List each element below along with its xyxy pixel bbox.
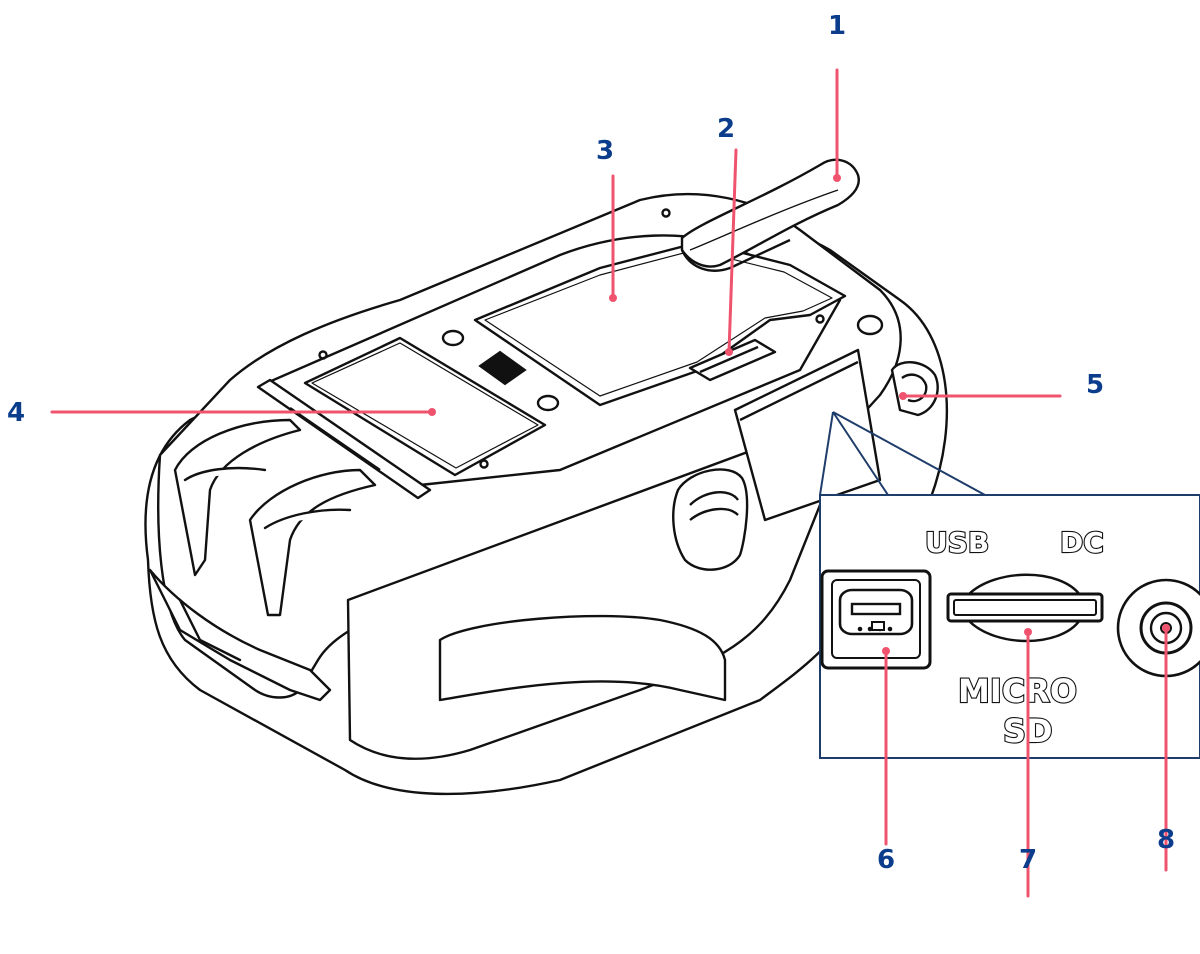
dip-switch [478,350,527,386]
callout-line-2 [727,148,738,354]
callout-lines [50,68,1168,898]
callout-number-7: 7 [1019,845,1037,875]
callout-number-1: 1 [828,11,846,41]
strap-loop [856,314,939,417]
dc-jack-label: DC [1060,526,1104,559]
callout-dots [428,174,1170,655]
side-button [672,468,749,571]
callout-number-2: 2 [717,114,735,144]
callout-number-8: 8 [1157,825,1175,855]
callout-number-4: 4 [7,398,25,428]
callout-number-3: 3 [596,136,614,166]
micro-sd-label-line1: MICRO [958,672,1077,710]
callout-numbers: 1 2 3 4 5 6 7 8 [7,11,1175,875]
dc-jack [1116,578,1200,678]
belt-clip [680,158,860,272]
port-flap [733,348,882,522]
port-inset [819,411,1200,759]
usb-port-label: USB [925,526,989,559]
battery-cover [473,208,847,407]
battery-latch [688,338,777,382]
paper-exit-slot [256,378,432,500]
micro-sd-slot [946,573,1104,643]
callout-number-6: 6 [877,845,895,875]
callout-number-5: 5 [1086,370,1104,400]
usb-port [820,569,932,670]
label-plate [303,329,560,477]
